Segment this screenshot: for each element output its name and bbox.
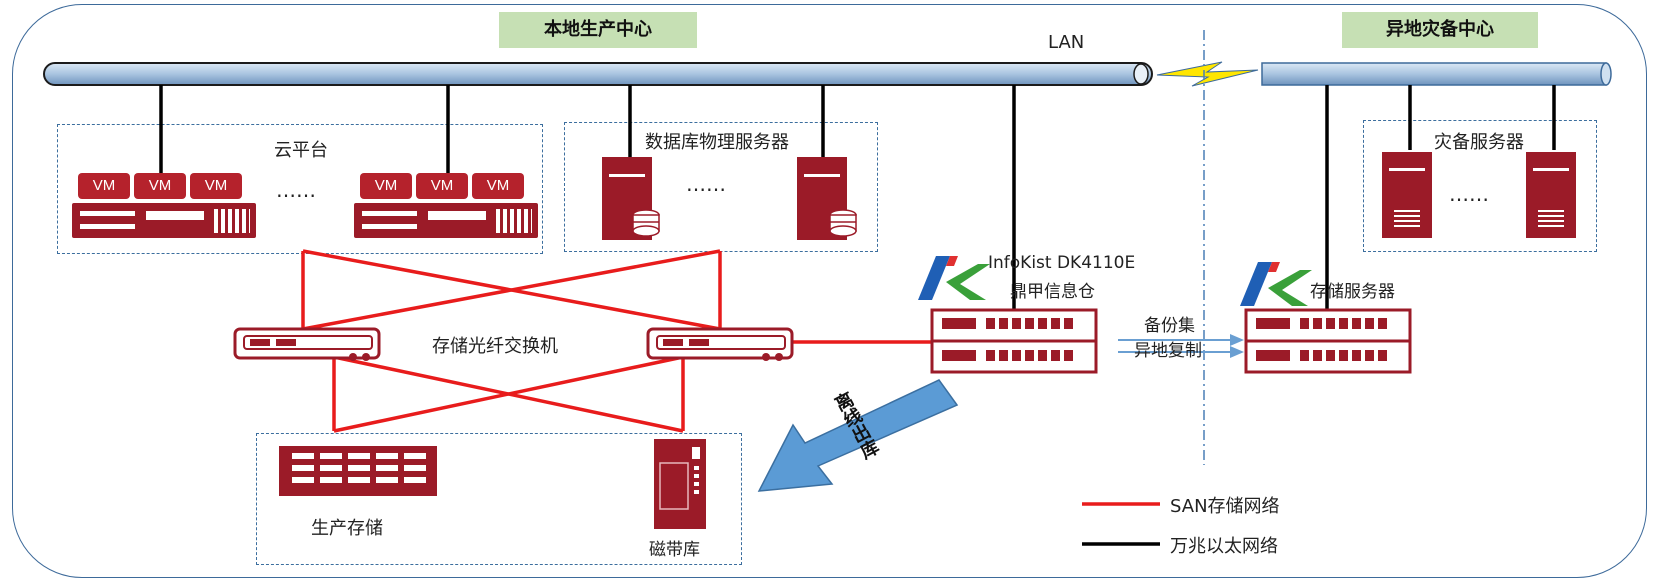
legend-san-label: SAN存储网络 <box>1170 496 1280 517</box>
storage-server-appliance <box>1244 308 1412 374</box>
lan-pipe-remote <box>1261 62 1612 86</box>
vm-badge: VM <box>134 173 186 199</box>
backup-copy-line1: 备份集 <box>1144 316 1195 336</box>
dr-server-right <box>1526 152 1576 238</box>
db-server-title: 数据库物理服务器 <box>645 132 789 153</box>
dr-server-title: 灾备服务器 <box>1434 132 1524 153</box>
offline-export-arrow <box>757 379 959 492</box>
diagram-frame <box>12 4 1647 578</box>
fc-switch-left <box>233 327 381 361</box>
cloud-ellipsis: …… <box>276 178 316 202</box>
vm-badge: VM <box>416 173 468 199</box>
local-center-label: 本地生产中心 <box>499 12 697 48</box>
ethernet-links <box>159 85 1556 310</box>
replication-arrows <box>1118 334 1244 358</box>
vm-badge: VM <box>360 173 412 199</box>
storage-group <box>256 433 742 565</box>
san-links <box>301 249 932 433</box>
dr-server-left <box>1382 152 1432 238</box>
production-storage <box>279 446 437 496</box>
cloud-host-right <box>354 203 538 238</box>
cloud-group <box>57 124 543 254</box>
db-server-ellipsis: …… <box>686 172 726 196</box>
cloud-title: 云平台 <box>274 140 328 161</box>
lan-pipe-local <box>43 62 1153 86</box>
dr-server-ellipsis: …… <box>1449 182 1489 206</box>
lan-label: LAN <box>1048 32 1085 53</box>
legend-ethernet-label: 万兆以太网络 <box>1170 536 1278 557</box>
production-storage-label: 生产存储 <box>311 518 383 539</box>
infokist-name: 鼎甲信息仓 <box>1010 282 1095 302</box>
db-server-left <box>602 157 660 240</box>
infokist-logo-icon <box>918 256 990 300</box>
storage-server-logo-icon <box>1240 262 1312 306</box>
fc-switch-right <box>646 327 794 361</box>
tape-library <box>654 439 706 529</box>
fc-switch-label: 存储光纤交换机 <box>432 336 558 357</box>
remote-center-label: 异地灾备中心 <box>1342 12 1538 48</box>
db-server-right <box>797 157 857 240</box>
vm-badge: VM <box>472 173 524 199</box>
tape-library-label: 磁带库 <box>649 540 700 560</box>
storage-server-label: 存储服务器 <box>1310 282 1395 302</box>
backup-copy-line2: 异地复制 <box>1134 341 1202 361</box>
infokist-model: InfoKist DK4110E <box>988 253 1136 273</box>
dr-server-group <box>1363 120 1597 252</box>
wan-link-icon <box>1156 61 1259 87</box>
vm-badge: VM <box>78 173 130 199</box>
infokist-appliance <box>930 308 1098 374</box>
cloud-host-left <box>72 203 256 238</box>
vm-badge: VM <box>190 173 242 199</box>
